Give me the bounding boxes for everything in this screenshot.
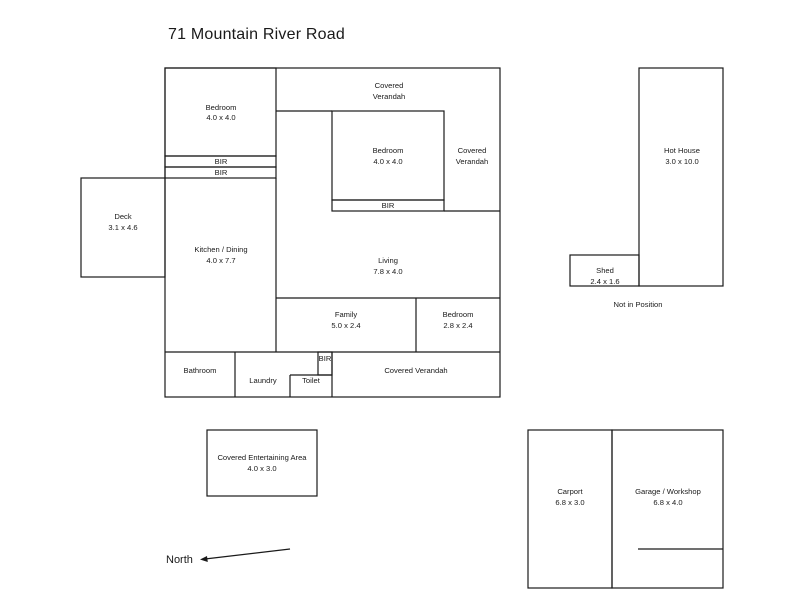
north-arrow-line — [204, 548, 291, 560]
size-carport: 6.8 x 3.0 — [555, 498, 584, 507]
size-kitchen-dining: 4.0 x 7.7 — [206, 256, 235, 265]
label-deck: Deck — [114, 212, 132, 221]
label-verandah-top-2: Verandah — [373, 92, 406, 101]
label-bir-center: BIR — [382, 201, 395, 210]
label-verandah-bottom: Covered Verandah — [384, 366, 447, 375]
label-verandah-top: Covered — [375, 81, 404, 90]
label-hot-house: Hot House — [664, 146, 700, 155]
size-family: 5.0 x 2.4 — [331, 321, 360, 330]
north-label: North — [166, 554, 193, 566]
label-laundry: Laundry — [249, 376, 277, 385]
label-shed: Shed — [596, 266, 614, 275]
room-garage-workshop — [611, 429, 724, 589]
room-deck — [80, 177, 166, 278]
room-covered-entertaining — [206, 429, 318, 497]
label-verandah-right: Covered — [458, 146, 487, 155]
label-kitchen-dining: Kitchen / Dining — [194, 245, 247, 254]
label-family: Family — [335, 310, 358, 319]
size-bedroom-center: 4.0 x 4.0 — [373, 157, 402, 166]
label-bedroom-small: Bedroom — [443, 310, 474, 319]
plan-title: 71 Mountain River Road — [168, 26, 345, 43]
label-toilet: Toilet — [302, 376, 321, 385]
room-carport — [527, 429, 613, 589]
size-shed: 2.4 x 1.6 — [590, 277, 619, 286]
label-garage-workshop: Garage / Workshop — [635, 487, 701, 496]
room-bir-2 — [164, 166, 277, 179]
room-bir-center — [331, 199, 445, 212]
north-arrow-head — [200, 556, 208, 562]
size-bedroom-nw: 4.0 x 4.0 — [206, 113, 235, 122]
label-living: Living — [378, 256, 398, 265]
label-bir-1: BIR — [215, 157, 228, 166]
room-bedroom-center — [331, 110, 445, 201]
label-bir-2: BIR — [215, 168, 228, 177]
label-carport: Carport — [557, 487, 583, 496]
size-covered-entertaining: 4.0 x 3.0 — [247, 464, 276, 473]
label-bedroom-nw: Bedroom — [206, 103, 237, 112]
label-covered-entertaining: Covered Entertaining Area — [217, 453, 307, 462]
label-bedroom-center: Bedroom — [373, 146, 404, 155]
room-bedroom-nw — [164, 67, 277, 157]
label-bir-small: BIR — [319, 354, 332, 363]
size-hot-house: 3.0 x 10.0 — [665, 157, 698, 166]
label-verandah-right-2: Verandah — [456, 157, 489, 166]
size-garage-workshop: 6.8 x 4.0 — [653, 498, 682, 507]
size-deck: 3.1 x 4.6 — [108, 223, 137, 232]
size-living: 7.8 x 4.0 — [373, 267, 402, 276]
room-shed — [569, 254, 640, 287]
size-bedroom-small: 2.8 x 2.4 — [443, 321, 472, 330]
label-not-in-position: Not in Position — [614, 300, 663, 309]
label-bathroom: Bathroom — [184, 366, 217, 375]
room-hot-house — [638, 67, 724, 287]
